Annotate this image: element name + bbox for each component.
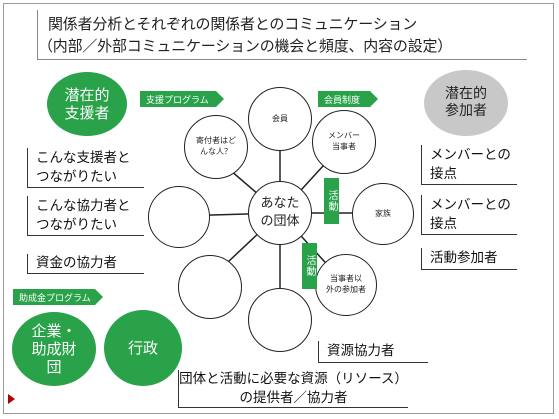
box-resource-collaborators: 資源協力者 — [318, 341, 428, 363]
hub-node-members: 会員 — [248, 87, 312, 151]
hub-node-member-parties: メンバー 当事者 — [312, 110, 376, 174]
box-collaborator-wish: こんな協力者と つながりたい — [27, 196, 144, 236]
play-arrow-icon — [8, 394, 15, 404]
hub-node-donors: 寄付者はど んな人？ — [184, 115, 248, 179]
hub-node-empty-bottom-left — [178, 255, 242, 319]
box-member-contact-1: メンバーとの 接点 — [421, 145, 517, 185]
title-line-2: （内部／外部コミュニケーションの機会と頻度、内容の設定） — [38, 37, 453, 55]
box-member-contact-2: メンバーとの 接点 — [421, 195, 517, 235]
title-bracket — [37, 10, 527, 60]
banner-grant-program: 助成金プログラム — [13, 289, 103, 305]
hub-center-your-organization: あなた の団体 — [248, 181, 312, 245]
hub-node-non-party-participants: 当事者以 外の参加者 — [315, 254, 377, 316]
box-supporter-wish: こんな支援者と つながりたい — [27, 148, 144, 188]
hub-node-empty-left — [148, 186, 210, 248]
title-line-1: 関係者分析とそれぞれの関係者とのコミュニケーション — [48, 15, 418, 33]
circle-latent-participants: 潜在的 参加者 — [424, 70, 508, 136]
box-resource-providers: 団体と活動に必要な資源（リソース） の提供者／協力者 — [178, 370, 408, 408]
hub-node-empty-bottom — [248, 288, 312, 352]
hub-node-family: 家族 — [352, 183, 414, 245]
banner-membership: 会員制度 — [318, 91, 378, 107]
circle-government: 行政 — [104, 310, 182, 386]
box-funding: 資金の協力者 — [27, 254, 144, 274]
circle-corporate-foundation: 企業・ 助成財 団 — [12, 312, 96, 386]
circle-latent-supporters: 潜在的 支援者 — [47, 72, 127, 136]
box-activity-participants: 活動参加者 — [421, 248, 517, 270]
tab-activity-upper: 活動 — [324, 178, 339, 224]
slide-frame — [3, 3, 554, 414]
tab-activity-lower: 活動 — [302, 243, 317, 289]
banner-support-program: 支援プログラム — [140, 91, 224, 107]
